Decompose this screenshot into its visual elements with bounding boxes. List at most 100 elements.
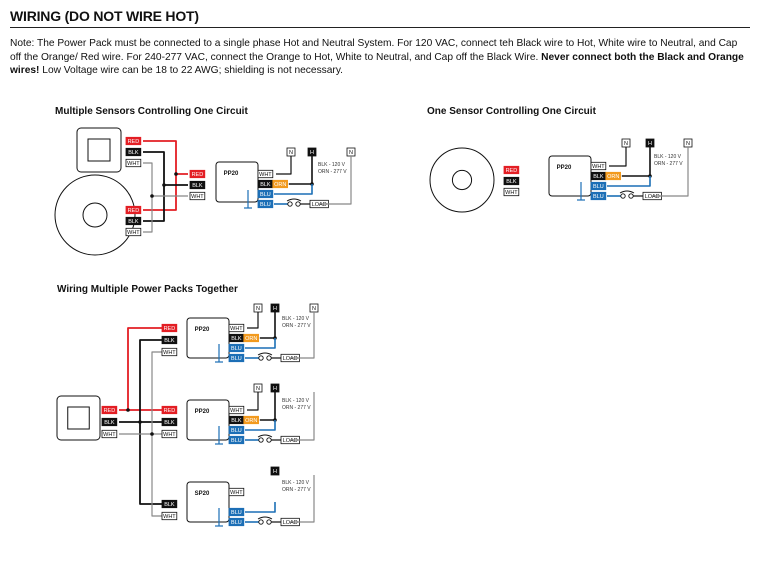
wire-label-box [161,323,178,333]
wire-label-box [161,347,178,357]
wire-label-box [125,216,142,226]
pp20-label: PP20 [557,165,572,171]
wire-label-wht: WHT [259,172,272,178]
pp20-label: PP20 [195,409,210,415]
wire-label-box [125,227,142,237]
one-sensor-title: One Sensor Controlling One Circuit [427,106,597,117]
neutral-wire [276,156,292,175]
red-wire [143,140,188,175]
neutral-label: N [686,141,690,147]
blue-wire [245,338,276,349]
wire-label-load: LOAD [312,202,327,208]
hot-label: H [273,469,277,475]
wire-junction [174,172,178,176]
wire-label-red: RED [128,139,140,145]
neutral-return [651,147,689,197]
pp20-pack [548,155,592,197]
black-trunk [139,422,162,505]
wire-label-box [101,429,118,439]
load-contact [258,355,264,361]
wire-label-box [101,405,118,415]
wire-junction [138,420,142,424]
hot-label: H [648,141,652,147]
wire-label-wht: WHT [230,326,243,332]
hot-wire [288,156,313,185]
voltage-note-orn: ORN - 277 V [318,169,347,175]
wire-label-blk: BLK [128,219,139,225]
hot-label: H [273,306,277,312]
wire-label-blu: BLU [231,346,242,352]
wire-label-blu: BLU [260,192,271,198]
wire-label-blk: BLK [231,418,242,424]
wire-label-box [243,415,260,425]
wire-label-red: RED [192,172,204,178]
neutral-label: N [289,150,293,156]
neutral-return [318,156,352,205]
voltage-note-blk: BLK - 120 V [282,398,310,404]
wire-label-load: LOAD [283,438,298,444]
wire-label-box [228,507,245,517]
hot-label: H [273,386,277,392]
wire-label-box [228,517,245,527]
wire-label-box [243,333,260,343]
wire-label-wht: WHT [127,161,140,167]
wire-label-blk: BLK [260,182,271,188]
wire-label-orn: ORN [245,336,257,342]
wire-label-red: RED [104,408,116,414]
wire-label-box [125,136,142,146]
white-trunk [119,351,162,435]
wire-label-box [228,353,245,363]
wire-label-blu: BLU [593,194,604,200]
voltage-note-blk: BLK - 120 V [654,154,682,160]
wire-label-box [161,335,178,345]
wire-label-box [189,169,206,179]
wire-label-wht: WHT [163,350,176,356]
wire-label-box [590,191,607,201]
wire-label-box [257,169,274,179]
load-switch-arc [257,434,273,438]
wire-label-box [228,435,245,445]
wire-label-box [228,487,245,497]
blue-wire [245,420,276,431]
wire-label-blk: BLK [231,336,242,342]
neutral-return [289,312,315,359]
load-contact [258,437,264,443]
note-text: Note: The Power Pack must be connected t… [10,38,738,63]
wire-label-blk: BLK [128,150,139,156]
load-switch-arc [257,516,273,520]
wire-label-orn: ORN [607,174,619,180]
load-contact [620,193,626,199]
wire-label-red: RED [164,408,176,414]
wire-label-box [228,323,245,333]
wire-label-blu: BLU [593,184,604,190]
load-contact [266,437,272,443]
red-wire [143,174,177,211]
voltage-note-orn: ORN - 277 V [282,323,311,329]
wire-label-box [228,425,245,435]
wire-label-wht: WHT [230,490,243,496]
wire-label-box [272,179,288,189]
wire-label-wht: WHT [592,164,605,170]
wire-label-orn: ORN [274,182,286,188]
wire-label-blk: BLK [164,420,175,426]
wire-label-red: RED [164,326,176,332]
wall-sensor-button [67,406,90,430]
wire-label-blk: BLK [164,338,175,344]
load-contact [266,355,272,361]
wire-label-blk: BLK [506,179,517,185]
neutral-return [289,392,315,441]
wire-label-box [590,161,607,171]
wiring-note: Note: The Power Pack must be connected t… [10,37,750,78]
red-trunk [119,327,162,411]
load-contact [287,201,293,207]
blue-wire [274,184,313,195]
wire-label-wht: WHT [191,194,204,200]
wire-label-box [189,180,206,190]
pp20-pack [186,399,230,441]
wire-label-box [161,511,178,521]
neutral-label: N [256,306,260,312]
wire-label-box [161,417,178,427]
neutral-wire [247,312,259,329]
wire-label-load: LOAD [283,520,298,526]
wire-label-box [503,165,520,175]
